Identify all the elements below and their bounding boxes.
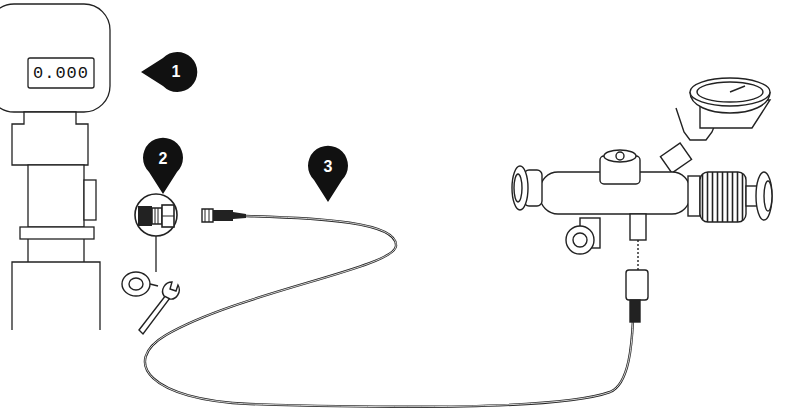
hand-pump bbox=[512, 78, 772, 322]
display-window bbox=[28, 58, 94, 88]
hose-ferrule bbox=[630, 300, 640, 322]
fitting bbox=[135, 194, 177, 272]
callout-number: 1 bbox=[172, 64, 181, 80]
gauge-face bbox=[690, 78, 770, 106]
callout-pin bbox=[308, 146, 348, 202]
transmitter-head bbox=[0, 4, 110, 112]
sensor-module bbox=[28, 165, 84, 227]
wrench bbox=[139, 282, 179, 334]
right-knob bbox=[756, 172, 772, 220]
callout-pin bbox=[141, 52, 197, 92]
gauge-adapter bbox=[660, 143, 691, 173]
lower-housing bbox=[12, 239, 100, 330]
dust-cap bbox=[626, 270, 648, 300]
side-port bbox=[84, 180, 96, 220]
ptfe-tape bbox=[122, 272, 158, 296]
outlet bbox=[630, 214, 646, 240]
knurled-handle bbox=[700, 172, 746, 222]
vent-knob bbox=[566, 226, 594, 254]
hose bbox=[145, 209, 633, 407]
callout-markers bbox=[141, 52, 348, 202]
screw-collar bbox=[688, 176, 700, 216]
callout-number: 3 bbox=[324, 159, 333, 175]
flange bbox=[20, 227, 94, 239]
transmitter bbox=[0, 4, 110, 330]
transmitter-neck bbox=[12, 112, 88, 165]
left-knob bbox=[512, 166, 528, 210]
callout-number: 2 bbox=[159, 151, 168, 167]
chain bbox=[637, 240, 638, 270]
display-reading: 0.000 bbox=[33, 65, 89, 82]
callout-pin bbox=[143, 138, 183, 194]
